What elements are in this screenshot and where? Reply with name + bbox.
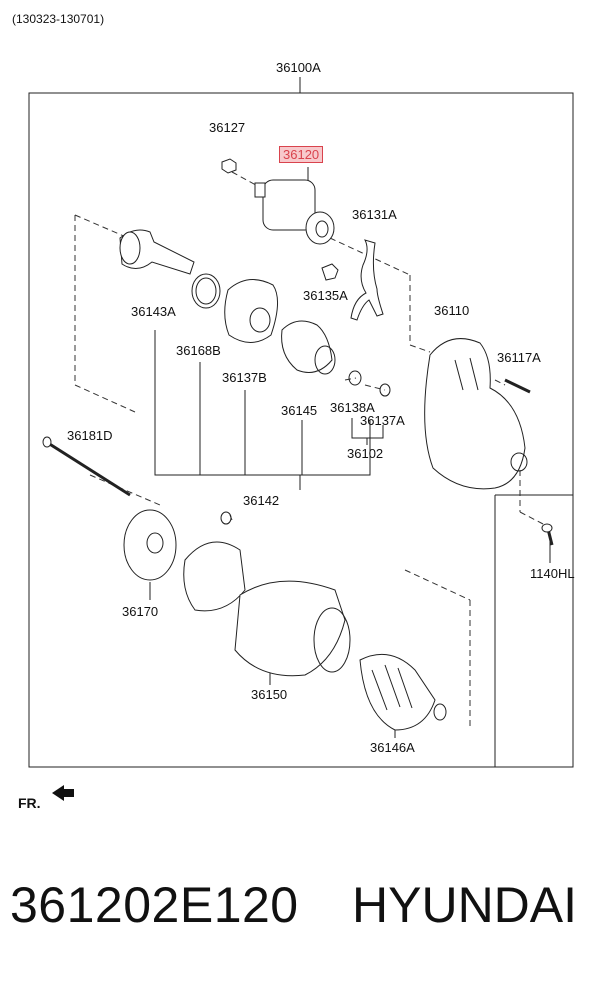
part-label-36102[interactable]: 36102 <box>347 446 384 461</box>
part-label-36137A[interactable]: 36137A <box>360 413 405 428</box>
front-direction-marker: FR. <box>18 795 41 811</box>
part-label-36127[interactable]: 36127 <box>209 120 246 135</box>
part-label-36150[interactable]: 36150 <box>251 687 288 702</box>
part-label-36145[interactable]: 36145 <box>281 403 318 418</box>
assembly-label: 36100A <box>276 60 321 75</box>
part-label-36137B[interactable]: 36137B <box>222 370 267 385</box>
part-label-36110[interactable]: 36110 <box>434 303 470 318</box>
part-label-36131A[interactable]: 36131A <box>352 207 397 222</box>
part-label-36138A[interactable]: 36138A <box>330 400 375 415</box>
part-label-36117A[interactable]: 36117A <box>497 350 541 365</box>
part-label-1140HL[interactable]: 1140HL <box>530 566 575 581</box>
part-label-36120-highlighted[interactable]: 36120 <box>279 146 324 163</box>
part-label-36143A[interactable]: 36143A <box>131 304 176 319</box>
part-label-36181D[interactable]: 36181D <box>67 428 113 443</box>
part-label-36170[interactable]: 36170 <box>122 604 159 619</box>
date-range-label: (130323-130701) <box>12 12 105 26</box>
part-number-title: 361202E120 <box>10 877 299 933</box>
brand-name: HYUNDAI <box>352 877 578 933</box>
part-label-36146A[interactable]: 36146A <box>370 740 415 755</box>
part-label-36168B[interactable]: 36168B <box>176 343 221 358</box>
part-label-36135A[interactable]: 36135A <box>303 288 348 303</box>
part-label-36142[interactable]: 36142 <box>243 493 280 508</box>
